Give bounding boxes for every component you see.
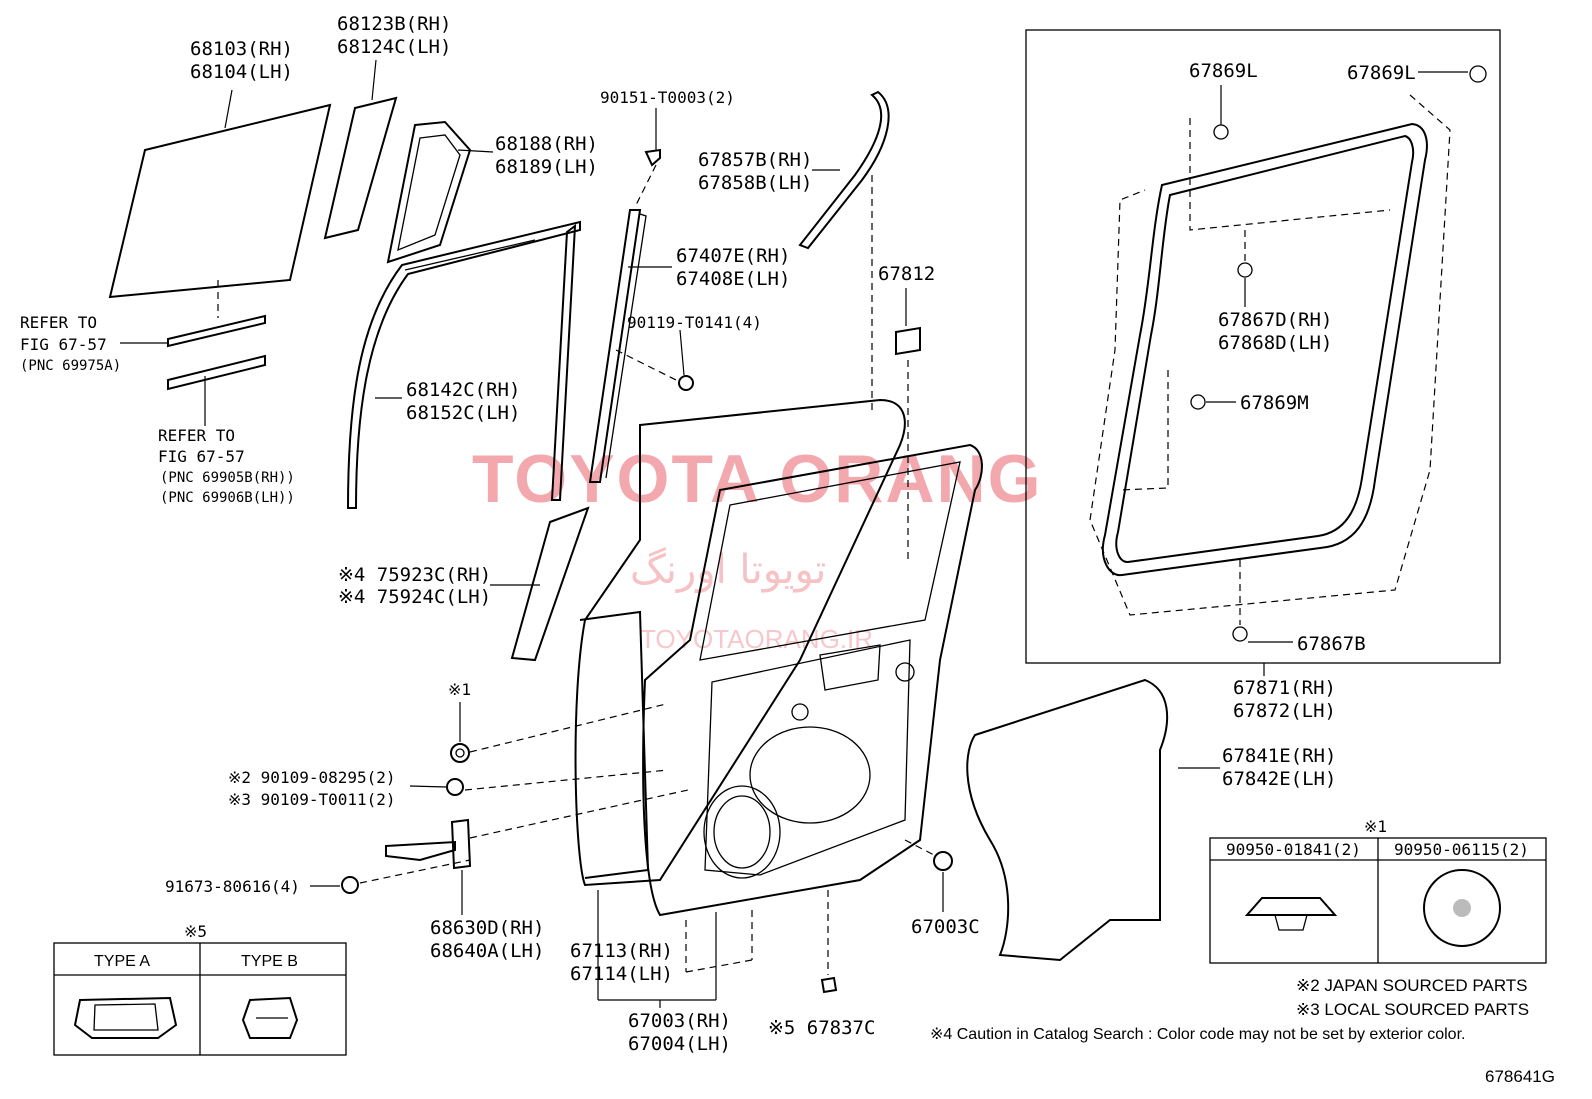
label-door-assy-lh: 67004(LH) (628, 1033, 731, 1055)
label-quarter-glass-rh: 68123B(RH) (337, 13, 451, 35)
figure-code: 678641G (1485, 1067, 1555, 1086)
label-clip-d-rh: 67867D(RH) (1218, 309, 1332, 331)
label-weatherstrip-top-lh: 67858B(LH) (698, 172, 812, 194)
type-a-clip-icon (73, 996, 178, 1039)
label-refer1-line2: FIG 67-57 (20, 335, 107, 354)
cushion (904, 839, 953, 912)
label-pad: 67812 (878, 263, 935, 285)
door-assy-brackets (597, 890, 829, 1008)
plug-box: ※1 90950-01841(2) 90950-06115(2) (1209, 817, 1547, 964)
label-weatherstrip-top-rh: 67857B(RH) (698, 149, 812, 171)
label-run-rh: 68142C(RH) (406, 379, 520, 401)
applique-tape (490, 506, 590, 662)
label-bolt-a-local: ※3 90109-T0011(2) (228, 790, 396, 809)
label-clip-l2: 67869L (1347, 62, 1416, 84)
upper-weatherstrip (798, 90, 890, 250)
label-run-lh: 68152C(LH) (406, 402, 520, 424)
weatherstrip-box (1025, 29, 1501, 676)
label-door-sub-lh: 67114(LH) (570, 963, 673, 985)
plug-90950-06115-icon (1423, 869, 1501, 947)
label-screw-top: 90151-T0003(2) (600, 88, 735, 107)
bolt-check (310, 859, 471, 894)
label-refer1-line1: REFER TO (20, 313, 97, 332)
glass-run (346, 220, 581, 509)
label-channel-lh: 67408E(LH) (676, 268, 790, 290)
watermark: TOYOTA ORANG تویوتا اورنگ TOYOTAORANG.IR (472, 441, 1043, 654)
label-channel-rh: 67407E(RH) (676, 245, 790, 267)
belt-strip-2 (167, 354, 266, 426)
label-bolt-b: 91673-80616(4) (165, 877, 300, 896)
quarter-frame (386, 120, 494, 264)
pad (871, 175, 921, 560)
label-clip-m: 67869M (1240, 392, 1309, 414)
door-check (385, 789, 689, 915)
type-box-mark: ※5 (184, 922, 207, 941)
label-bolt-channel: 90119-T0141(4) (627, 313, 762, 332)
label-check-rh: 68630D(RH) (430, 917, 544, 939)
label-tape-rh: ※4 75923C(RH) (338, 564, 491, 586)
label-bolt-a-jp: ※2 90109-08295(2) (228, 768, 396, 787)
label-door-assy-rh: 67003(RH) (628, 1010, 731, 1032)
part-labels: 68103(RH) 68104(LH) 68123B(RH) 68124C(LH… (20, 13, 1416, 1055)
type-box-col-b: TYPE B (241, 953, 298, 970)
label-refer1-line3: (PNC 69975A) (20, 358, 121, 374)
label-clip-b: 67867B (1297, 633, 1366, 655)
note-caution: ※4 Caution in Catalog Search : Color cod… (930, 1026, 1465, 1043)
note-japan-sourced: ※2 JAPAN SOURCED PARTS (1296, 976, 1528, 995)
label-hole-cover-lh: 67842E(LH) (1222, 768, 1336, 790)
type-b-clip-icon (241, 996, 299, 1039)
door-inner-panel (642, 443, 983, 917)
label-cushion: 67003C (911, 916, 980, 938)
label-clip-l1: 67869L (1189, 60, 1258, 82)
watermark-farsi: تویوتا اورنگ (630, 547, 826, 593)
label-door-sub-rh: 67113(RH) (570, 940, 673, 962)
service-hole-cover (966, 678, 1220, 962)
label-glass-rh: 68103(RH) (190, 38, 293, 60)
label-quarter-glass-lh: 68124C(LH) (337, 36, 451, 58)
type-box-col-a: TYPE A (94, 953, 150, 970)
label-clip-d-lh: 67868D(LH) (1218, 332, 1332, 354)
bolt-hinge (409, 769, 669, 796)
plug-90950-01841-icon (1244, 897, 1338, 931)
plug-box-col-1: 90950-01841(2) (1226, 840, 1361, 859)
bottom-clip (820, 976, 838, 994)
label-quarter-frame-lh: 68189(LH) (495, 156, 598, 178)
label-refer2-line1: REFER TO (158, 426, 235, 445)
label-hole-cover-rh: 67841E(RH) (1222, 745, 1336, 767)
label-clip-bottom: ※5 67837C (768, 1017, 875, 1039)
label-quarter-frame-rh: 68188(RH) (495, 133, 598, 155)
label-check-lh: 68640A(LH) (430, 940, 544, 962)
label-tape-lh: ※4 75924C(LH) (338, 586, 491, 608)
plug-box-col-2: 90950-06115(2) (1394, 840, 1529, 859)
plug-box-mark: ※1 (1364, 817, 1387, 836)
notes: ※2 JAPAN SOURCED PARTS ※3 LOCAL SOURCED … (930, 976, 1555, 1086)
division-channel (588, 108, 694, 483)
label-refer2-line2: FIG 67-57 (158, 447, 245, 466)
label-mark1: ※1 (448, 680, 471, 699)
quarter-glass (323, 59, 398, 240)
belt-strip-1 (120, 314, 266, 348)
label-refer2-line4: (PNC 69906B(LH)) (160, 490, 295, 506)
label-glass-lh: 68104(LH) (190, 61, 293, 83)
watermark-brand: TOYOTA ORANG (472, 441, 1043, 517)
note-local-sourced: ※3 LOCAL SOURCED PARTS (1296, 1000, 1529, 1019)
label-weatherstrip-rh: 67871(RH) (1233, 677, 1336, 699)
plug-hole (450, 702, 667, 763)
type-box: ※5 TYPE A TYPE B (53, 922, 347, 1056)
door-glass (108, 89, 332, 318)
label-weatherstrip-lh: 67872(LH) (1233, 700, 1336, 722)
label-refer2-line3: (PNC 69905B(RH)) (160, 470, 295, 486)
